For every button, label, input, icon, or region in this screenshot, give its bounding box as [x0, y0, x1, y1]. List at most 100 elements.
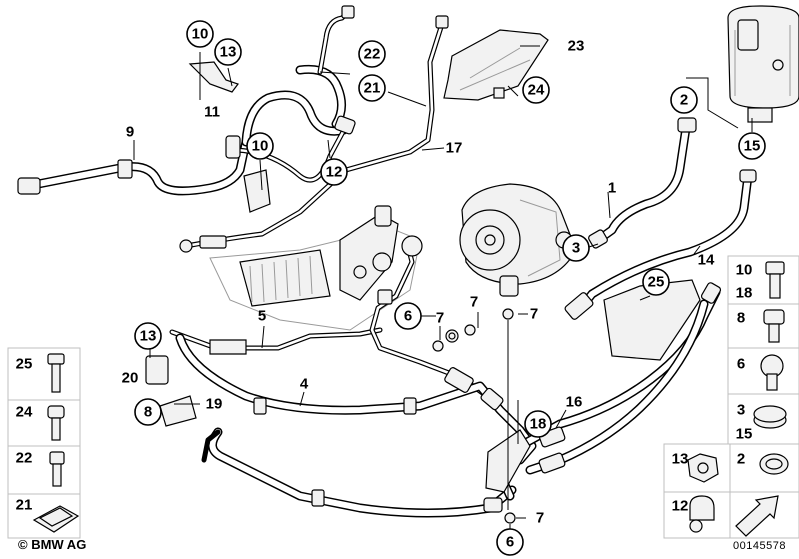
- label-23: 23: [568, 38, 585, 55]
- hose-fitting: [700, 282, 722, 304]
- legend-right-label-12: 12: [672, 498, 689, 515]
- legend-right-label-13: 13: [672, 451, 689, 468]
- legend-right-label-6: 6: [737, 356, 745, 373]
- callout-label: 18: [530, 416, 547, 433]
- label-7b: 7: [470, 294, 478, 311]
- label-5: 5: [258, 308, 266, 325]
- callout-c24: 24: [522, 76, 550, 104]
- bolt-10-18-drawing: [765, 261, 785, 299]
- callout-c12: 12: [320, 158, 348, 186]
- callout-c2: 2: [670, 86, 698, 114]
- seal-rings: [432, 308, 516, 524]
- hose-crimp: [117, 159, 133, 179]
- callout-c3: 3: [562, 234, 590, 262]
- pipe-clip: [209, 339, 247, 355]
- catalog-number: 00145578: [733, 540, 786, 552]
- legend-right-label-2: 2: [737, 451, 745, 468]
- callout-c6b: 6: [496, 528, 524, 556]
- heat-shield-bracket: [443, 29, 549, 101]
- legend-right-label-8: 8: [737, 310, 745, 327]
- callout-label: 25: [648, 274, 665, 291]
- callout-label: 3: [572, 240, 580, 257]
- hose-crimp: [403, 397, 417, 415]
- pipe-fitting: [179, 239, 193, 253]
- legend-left: 25 24 22 21: [7, 347, 81, 539]
- label-16: 16: [566, 394, 583, 411]
- legend-left-label-1: 24: [16, 404, 33, 421]
- callout-label: 2: [680, 92, 688, 109]
- clamp-3-15-drawing: [753, 405, 787, 429]
- label-7a: 7: [436, 310, 444, 327]
- callout-c8: 8: [134, 398, 162, 426]
- bracket-20: [145, 355, 169, 385]
- callout-label: 13: [220, 44, 237, 61]
- label-17: 17: [446, 140, 463, 157]
- label-9: 9: [126, 124, 134, 141]
- callout-c13a: 13: [214, 38, 242, 66]
- legend-right-label-3: 3: [737, 402, 745, 419]
- bracket: [188, 61, 239, 93]
- label-7d: 7: [536, 510, 544, 527]
- banjo-bolt-6-drawing: [760, 354, 784, 391]
- label-11: 11: [204, 104, 220, 121]
- hose-fitting: [564, 292, 594, 320]
- callout-c15: 15: [738, 132, 766, 160]
- label-7c: 7: [530, 306, 538, 323]
- legend-right-label-15: 15: [736, 426, 753, 443]
- callout-label: 6: [404, 308, 412, 325]
- legend-left-label-0: 25: [16, 356, 33, 373]
- legend-right: 10 18 8 6 3 15 13 2 12: [663, 255, 799, 539]
- callout-label: 15: [744, 138, 761, 155]
- bolt-25-drawing: [47, 353, 65, 393]
- callout-c6a: 6: [394, 302, 422, 330]
- bolt-8-drawing: [763, 309, 785, 343]
- callout-label: 10: [252, 138, 269, 155]
- callout-label: 10: [192, 26, 209, 43]
- bolt-24-drawing: [47, 405, 65, 441]
- callout-label: 8: [144, 404, 152, 421]
- nut-13-drawing: [687, 453, 719, 483]
- copyright-text: © BMW AG: [18, 537, 87, 552]
- hose-clamp: [588, 229, 608, 249]
- steering-gear: [209, 205, 421, 331]
- hose-fitting: [444, 367, 474, 393]
- legend-left-label-3: 21: [16, 497, 33, 514]
- callout-c22: 22: [358, 40, 386, 68]
- callout-label: 24: [528, 82, 545, 99]
- callout-label: 13: [140, 328, 157, 345]
- callout-label: 6: [506, 534, 514, 551]
- hose-fitting: [483, 497, 503, 513]
- callout-c10b: 10: [246, 132, 274, 160]
- hose-crimp: [538, 452, 566, 474]
- callout-c25: 25: [642, 268, 670, 296]
- callout-label: 12: [326, 164, 343, 181]
- arrow-icon: [735, 495, 779, 537]
- clip-21-drawing: [32, 505, 80, 533]
- legend-right-label-18: 18: [736, 285, 753, 302]
- fluid-reservoir: [727, 5, 799, 123]
- callout-c13b: 13: [134, 322, 162, 350]
- legend-left-label-2: 22: [16, 450, 33, 467]
- power-steering-pump: [459, 183, 577, 297]
- callout-c10a: 10: [186, 20, 214, 48]
- hose-crimp: [253, 397, 267, 415]
- banjo-fitting: [401, 235, 423, 257]
- hose-fitting: [17, 177, 41, 195]
- label-20: 20: [122, 370, 139, 387]
- bolt-22-drawing: [49, 451, 65, 487]
- label-14: 14: [698, 252, 715, 269]
- hose-clamp: [334, 115, 356, 135]
- hose-fitting: [480, 387, 504, 411]
- legend-right-label-10: 10: [736, 262, 753, 279]
- pipe-fitting: [199, 235, 227, 249]
- bracket-19: [159, 395, 197, 427]
- label-1: 1: [608, 180, 616, 197]
- clip-12-drawing: [689, 495, 715, 533]
- callout-label: 22: [364, 46, 381, 63]
- callout-c18: 18: [524, 410, 552, 438]
- hose-crimp: [311, 489, 325, 507]
- pipe-end: [435, 15, 449, 29]
- pipe-end: [341, 5, 355, 19]
- hose-clamp: [739, 169, 757, 183]
